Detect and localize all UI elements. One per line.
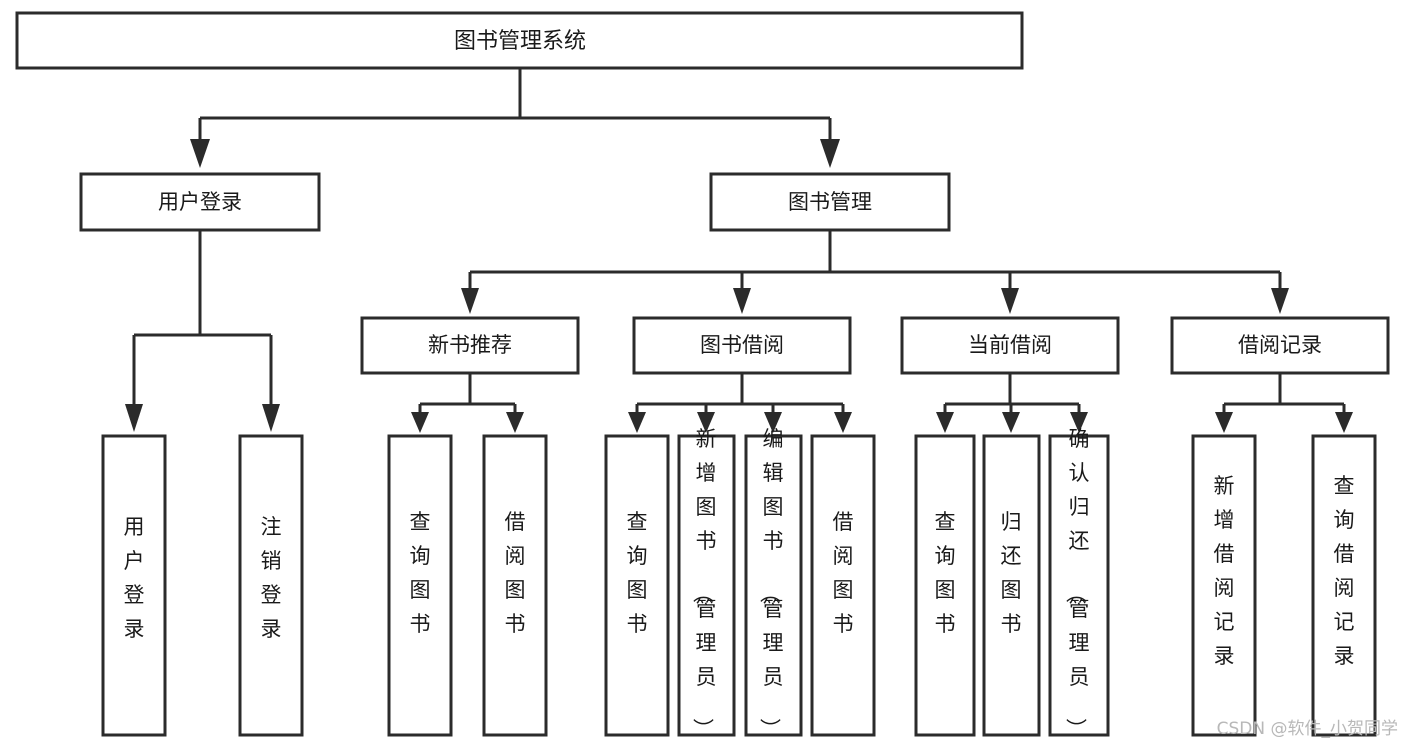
node-borrow-record-box[interactable]: [1170, 316, 1390, 375]
arrow-head-leaf-query-record: [1335, 412, 1353, 433]
node-leaf-query-book-borrow-label: 查询图书: [627, 510, 648, 636]
node-leaf-borrow-book-rec[interactable]: 借阅图书: [482, 434, 548, 737]
arrow-head-leaf-borrow-book-1: [506, 412, 524, 433]
node-leaf-query-book-current[interactable]: 查询图书: [914, 434, 976, 737]
node-leaf-query-book-borrow-box[interactable]: [604, 434, 670, 737]
node-book-borrow[interactable]: 图书借阅: [632, 316, 852, 375]
node-book-management[interactable]: 图书管理: [709, 172, 951, 232]
arrow-head-leaf-add-record: [1215, 412, 1233, 433]
node-book-management-box[interactable]: [709, 172, 951, 232]
node-borrow-record[interactable]: 借阅记录: [1170, 316, 1390, 375]
node-leaf-query-borrow-record-label: 查询借阅记录: [1334, 474, 1355, 668]
node-leaf-query-book-rec[interactable]: 查询图书: [387, 434, 453, 737]
arrow-head-leaf-query-book-1: [411, 412, 429, 433]
arrow-head-leaf-user-login: [125, 404, 143, 432]
node-user-login-label: 用户登录: [158, 190, 242, 214]
arrow-head-leaf-add-book: [697, 412, 715, 433]
node-leaf-query-borrow-record[interactable]: 查询借阅记录: [1311, 434, 1377, 737]
node-leaf-add-book-admin[interactable]: 新增图书（管理员）: [677, 427, 736, 739]
node-leaf-return-book-label: 归还图书: [1001, 510, 1022, 636]
node-new-book-recommend[interactable]: 新书推荐: [360, 316, 580, 375]
node-current-borrow-box[interactable]: [900, 316, 1120, 375]
node-borrow-record-label: 借阅记录: [1238, 333, 1322, 357]
node-root-box[interactable]: [15, 11, 1024, 70]
node-leaf-add-borrow-record-box[interactable]: [1191, 434, 1257, 737]
node-leaf-borrow-book-borrow[interactable]: 借阅图书: [810, 434, 876, 737]
node-leaf-query-book-rec-box[interactable]: [387, 434, 453, 737]
node-leaf-borrow-book-rec-label: 借阅图书: [505, 510, 526, 636]
arrow-head-leaf-edit-book: [764, 412, 782, 433]
arrow-head-borrow-record: [1271, 288, 1289, 314]
node-leaf-user-login[interactable]: 用户登录: [101, 434, 167, 737]
node-current-borrow-label: 当前借阅: [968, 333, 1052, 357]
node-book-management-label: 图书管理: [788, 190, 872, 214]
node-book-borrow-box[interactable]: [632, 316, 852, 375]
node-new-book-recommend-box[interactable]: [360, 316, 580, 375]
node-leaf-return-book[interactable]: 归还图书: [982, 434, 1041, 737]
node-leaf-user-logout[interactable]: 注销登录: [238, 434, 304, 737]
node-leaf-query-book-borrow[interactable]: 查询图书: [604, 434, 670, 737]
node-leaf-confirm-return-admin-label: 确认归还（管理员）: [1064, 427, 1090, 739]
node-user-login[interactable]: 用户登录: [79, 172, 321, 232]
node-leaf-user-login-box[interactable]: [101, 434, 167, 737]
node-book-borrow-label: 图书借阅: [700, 333, 784, 357]
arrow-head-leaf-query-book-3: [936, 412, 954, 433]
node-leaf-edit-book-admin-label: 编辑图书（管理员）: [758, 427, 784, 739]
node-root-library-system[interactable]: 图书管理系统: [15, 11, 1024, 70]
node-new-book-recommend-label: 新书推荐: [428, 333, 512, 357]
node-leaf-borrow-book-borrow-label: 借阅图书: [833, 510, 854, 636]
connector-layer: [125, 68, 1353, 433]
node-leaf-add-borrow-record[interactable]: 新增借阅记录: [1191, 434, 1257, 737]
node-user-login-box[interactable]: [79, 172, 321, 232]
arrow-head-book-manage: [820, 139, 840, 168]
node-leaf-confirm-return-admin-box[interactable]: [1048, 434, 1110, 737]
node-current-borrow[interactable]: 当前借阅: [900, 316, 1120, 375]
csdn-watermark: CSDN @软件_小贺同学: [1217, 719, 1398, 739]
arrow-head-leaf-borrow-book-2: [834, 412, 852, 433]
node-leaf-query-book-current-label: 查询图书: [935, 510, 956, 636]
node-leaf-user-login-label: 用户登录: [124, 515, 145, 641]
node-leaf-edit-book-admin-box[interactable]: [744, 434, 803, 737]
arrow-head-leaf-return-book: [1002, 412, 1020, 433]
node-leaf-query-book-current-box[interactable]: [914, 434, 976, 737]
node-leaf-user-logout-box[interactable]: [238, 434, 304, 737]
node-leaf-edit-book-admin[interactable]: 编辑图书（管理员）: [744, 427, 803, 739]
arrow-head-leaf-query-book-2: [628, 412, 646, 433]
node-leaf-add-borrow-record-label: 新增借阅记录: [1214, 474, 1235, 668]
node-leaf-borrow-book-borrow-box[interactable]: [810, 434, 876, 737]
node-leaf-query-book-rec-label: 查询图书: [410, 510, 431, 636]
node-leaf-add-book-admin-box[interactable]: [677, 434, 736, 737]
node-leaf-return-book-box[interactable]: [982, 434, 1041, 737]
arrow-head-user-login: [190, 139, 210, 168]
arrow-head-book-borrow: [733, 288, 751, 314]
node-leaf-add-book-admin-label: 新增图书（管理员）: [691, 427, 717, 739]
arrow-head-leaf-confirm-return: [1070, 412, 1088, 433]
arrow-head-leaf-user-logout: [262, 404, 280, 432]
node-root-label: 图书管理系统: [454, 29, 586, 54]
node-leaf-query-borrow-record-box[interactable]: [1311, 434, 1377, 737]
arrow-head-new-book-rec: [461, 288, 479, 314]
node-leaf-confirm-return-admin[interactable]: 确认归还（管理员）: [1048, 427, 1110, 739]
node-leaf-user-logout-label: 注销登录: [261, 515, 282, 641]
node-leaf-borrow-book-rec-box[interactable]: [482, 434, 548, 737]
arrow-head-current-borrow: [1001, 288, 1019, 314]
